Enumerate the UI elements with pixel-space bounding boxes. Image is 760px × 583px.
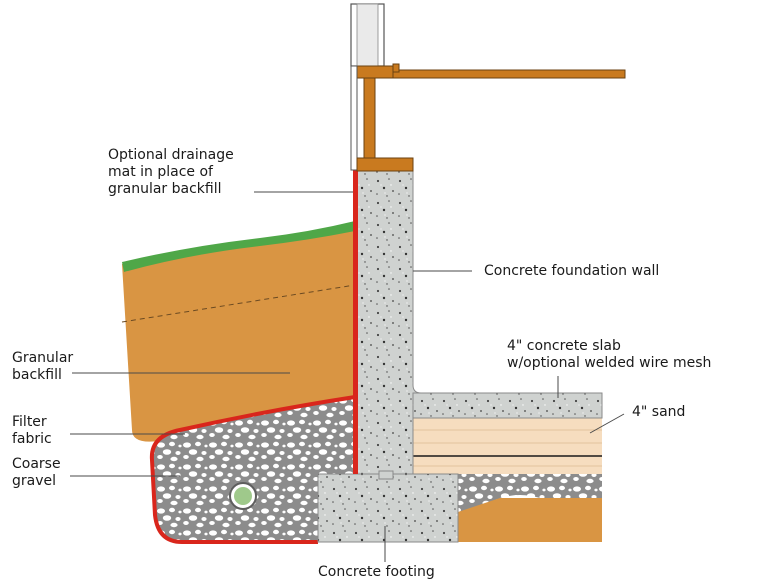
sheathing — [350, 65, 358, 171]
label-backfill: Granular backfill — [12, 350, 73, 384]
concrete-footing — [317, 473, 459, 543]
coarse-gravel — [151, 398, 355, 540]
sill-plate — [356, 157, 414, 172]
label-slab-line1: 4" concrete slab — [507, 338, 621, 354]
floor-joist-top — [392, 63, 400, 73]
footing-key — [378, 470, 394, 480]
label-foundation-wall: Concrete foundation wall — [484, 263, 660, 279]
label-filter-fabric-line1: Filter — [12, 414, 47, 430]
label-sand: 4" sand — [632, 404, 686, 420]
rim-joist — [363, 77, 376, 161]
label-slab: 4" concrete slab w/optional welded wire … — [507, 338, 711, 372]
concrete-foundation-wall — [356, 169, 422, 475]
label-footing: Concrete footing — [318, 564, 435, 580]
label-drainage-mat-line3: granular backfill — [108, 181, 222, 197]
interior-soil — [458, 498, 602, 542]
concrete-slab — [412, 392, 603, 419]
soil-layer-dash — [121, 284, 356, 323]
drain-pipe-inner — [234, 487, 252, 505]
label-drainage-mat-line1: Optional drainage — [108, 147, 234, 163]
interior-gravel — [458, 474, 602, 512]
label-slab-line2: w/optional welded wire mesh — [507, 355, 712, 371]
stud-wall-inner — [356, 3, 379, 67]
sand-layer — [413, 418, 602, 474]
label-backfill-line1: Granular — [12, 350, 74, 366]
drainage-mat — [353, 170, 358, 474]
label-gravel-line2: gravel — [12, 473, 57, 489]
leader-lines — [70, 191, 625, 562]
label-drainage-mat: Optional drainage mat in place of granul… — [108, 147, 234, 198]
grass-strip — [122, 221, 355, 272]
leader-sand — [589, 413, 625, 434]
floor-subfloor — [392, 69, 626, 79]
label-filter-fabric: Filter fabric — [12, 414, 52, 448]
label-gravel: Coarse gravel — [12, 456, 61, 490]
label-drainage-mat-line2: mat in place of — [108, 164, 213, 180]
label-filter-fabric-line2: fabric — [12, 431, 52, 447]
granular-backfill — [122, 230, 355, 442]
label-gravel-line1: Coarse — [12, 456, 61, 472]
label-backfill-line2: backfill — [12, 367, 62, 383]
